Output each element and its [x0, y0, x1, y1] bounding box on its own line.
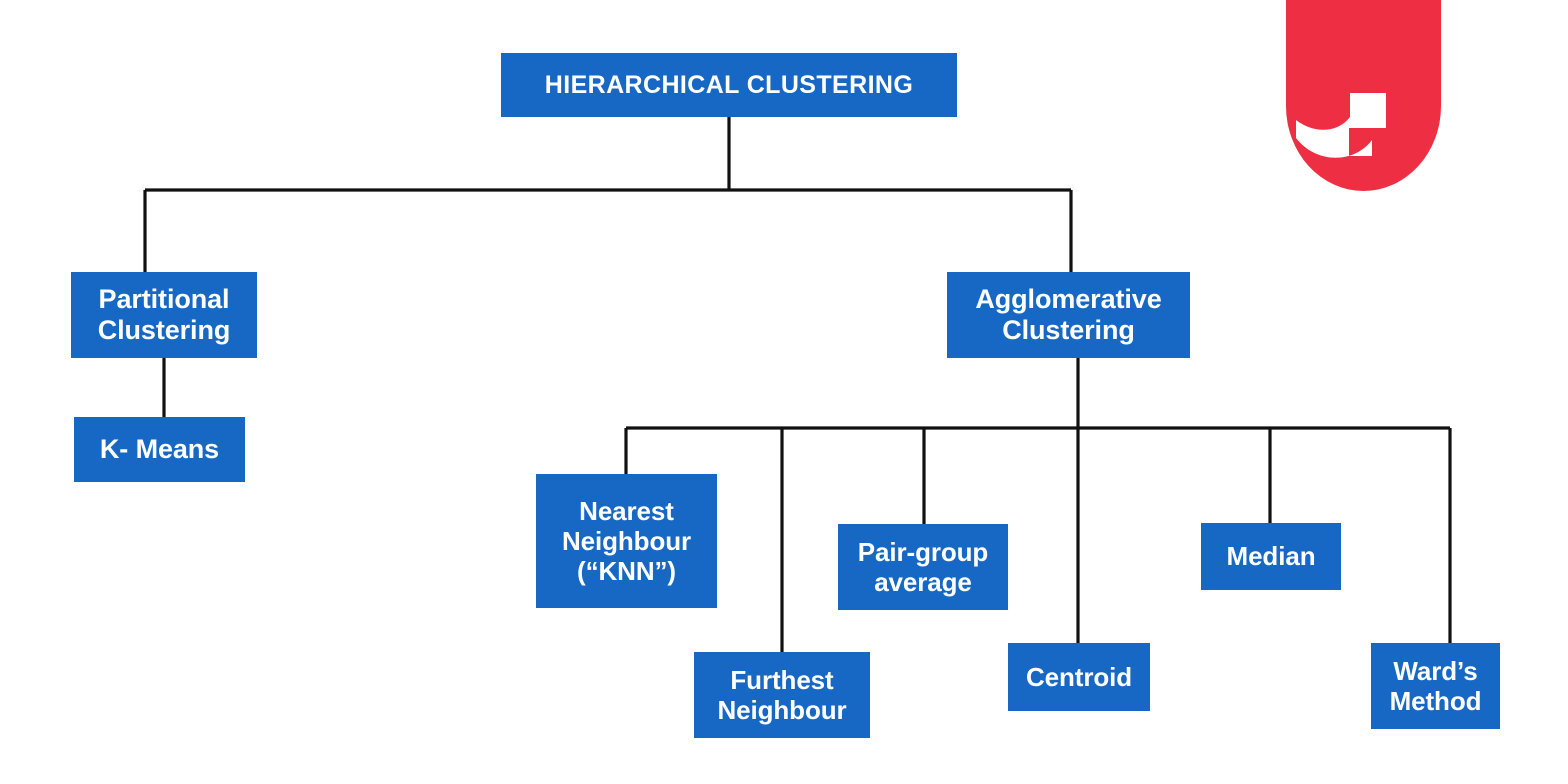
node-nearest-neighbour-knn[interactable]: Nearest Neighbour (“KNN”) — [536, 474, 717, 608]
node-k-means[interactable]: K- Means — [74, 417, 245, 482]
node-partitional-clustering[interactable]: Partitional Clustering — [71, 272, 257, 358]
node-agglomerative-clustering[interactable]: Agglomerative Clustering — [947, 272, 1190, 358]
node-wards-method[interactable]: Ward’s Method — [1371, 643, 1500, 729]
node-pair-group-average[interactable]: Pair-group average — [838, 524, 1008, 610]
curved-arrow-icon — [1296, 93, 1386, 158]
node-centroid[interactable]: Centroid — [1008, 643, 1150, 711]
node-hierarchical-clustering[interactable]: HIERARCHICAL CLUSTERING — [501, 53, 957, 117]
node-furthest-neighbour[interactable]: Furthest Neighbour — [694, 652, 870, 738]
node-median[interactable]: Median — [1201, 523, 1341, 590]
shield-arrow-logo — [1286, 0, 1441, 196]
